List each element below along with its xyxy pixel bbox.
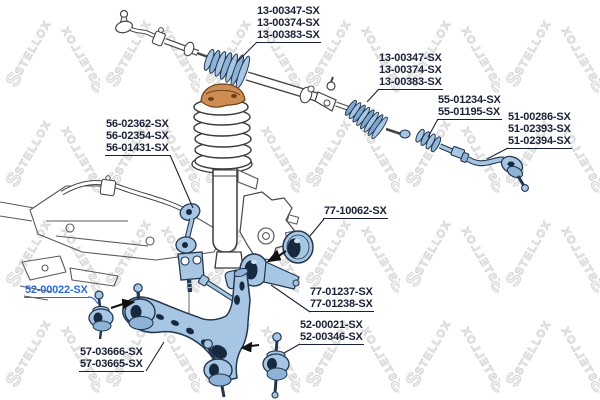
stabilizer-link	[175, 203, 235, 338]
ball-joint-rear-loose	[88, 290, 114, 340]
strut-clevis	[214, 251, 244, 269]
callout-stabilizer-link: 56-02362-SX 56-02354-SX 56-01431-SX	[105, 118, 170, 156]
part-number: 57-03665-SX	[80, 358, 143, 370]
assembly-arrows	[110, 249, 287, 353]
part-number: 77-01237-SX	[310, 286, 373, 298]
arrow-ball-joint-rear	[110, 303, 124, 309]
part-number: 51-02393-SX	[508, 123, 571, 135]
rack-housing	[245, 71, 325, 104]
strut-body	[212, 159, 238, 253]
link-clevis	[177, 251, 205, 281]
leader-lines	[87, 41, 509, 372]
rack-left-shaft	[163, 38, 212, 60]
part-number: 52-00021-SX	[300, 319, 363, 331]
callout-inner-tie-rod: 55-01234-SX 55-01195-SX	[437, 94, 502, 120]
strut-assembly	[191, 83, 300, 269]
part-number: 77-10062-SX	[324, 205, 387, 217]
inner-tie-rod	[385, 127, 470, 163]
pinion-joint	[314, 76, 354, 113]
part-number: 55-01195-SX	[438, 106, 501, 118]
steering-boot-left	[203, 48, 251, 89]
callout-steering-boot-right: 13-00347-SX 13-00374-SX 13-00383-SX	[378, 52, 443, 90]
callout-ball-joint-front: 52-00021-SX 52-00346-SX	[299, 319, 364, 345]
control-arm-bushing-round	[282, 230, 314, 264]
ball-joint-front-loose	[262, 332, 290, 399]
part-number: 13-00347-SX	[257, 5, 320, 17]
tie-rod-end-right	[466, 155, 529, 192]
tie-rod-end-left	[115, 9, 166, 47]
callout-steering-boot-left: 13-00347-SX 13-00374-SX 13-00383-SX	[256, 5, 321, 43]
part-number-link[interactable]: 52-00022-SX	[25, 284, 88, 296]
link-bolt	[186, 279, 193, 293]
part-number: 13-00374-SX	[379, 64, 442, 76]
part-number: 56-02362-SX	[106, 118, 169, 130]
coil-spring	[193, 98, 252, 170]
part-number: 13-00374-SX	[257, 17, 320, 29]
part-number: 13-00383-SX	[257, 29, 320, 41]
steering-rack	[115, 9, 529, 192]
steering-boot-right	[344, 99, 388, 140]
part-number: 51-02394-SX	[508, 135, 571, 147]
part-number: 52-00346-SX	[300, 331, 363, 343]
callout-arm-bushing: 77-01237-SX 77-01238-SX	[309, 286, 374, 312]
part-number: 77-01238-SX	[310, 298, 373, 310]
arm-ball-joint-rear-socket	[124, 283, 156, 331]
callout-tie-rod-end: 51-00286-SX 51-02393-SX 51-02394-SX	[507, 111, 572, 149]
arm-ball-joint-front-socket	[203, 339, 233, 398]
control-arm	[122, 267, 251, 398]
callout-ball-joint-rear-link[interactable]: 52-00022-SX	[24, 284, 89, 298]
strut-top-mount	[200, 83, 246, 108]
callout-round-bushing: 77-10062-SX	[323, 205, 388, 219]
part-number: 56-02354-SX	[106, 130, 169, 142]
leader-line-blue	[87, 296, 99, 305]
part-number: 55-01234-SX	[438, 94, 501, 106]
arrow-ball-joint-front	[250, 344, 260, 347]
part-number: 13-00383-SX	[379, 76, 442, 88]
part-number: 57-03666-SX	[80, 346, 143, 358]
part-number: 13-00347-SX	[379, 52, 442, 64]
stabilizer-bar	[60, 175, 188, 214]
part-number: 51-00286-SX	[508, 111, 571, 123]
part-number: 56-01431-SX	[106, 142, 169, 154]
callout-control-arm: 57-03666-SX 57-03665-SX	[79, 346, 144, 372]
